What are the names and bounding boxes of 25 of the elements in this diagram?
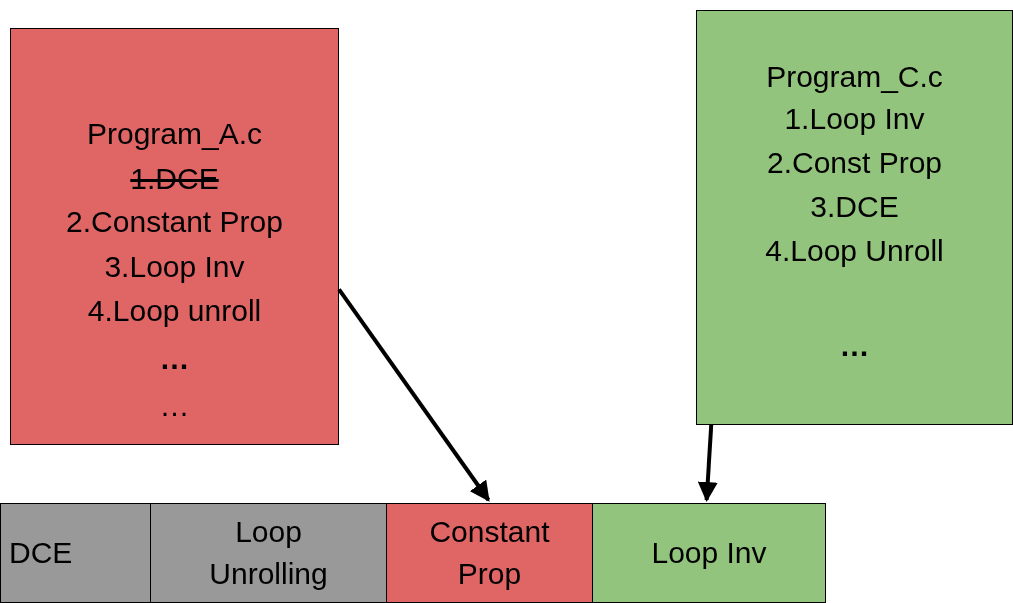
program-box bbox=[10, 28, 339, 445]
pass-item: 4.Loop unroll bbox=[86, 294, 263, 328]
arrow bbox=[697, 424, 718, 502]
pass-cell bbox=[592, 503, 826, 603]
file-name: Program_C.c bbox=[765, 60, 944, 94]
pass-item: … bbox=[158, 389, 191, 423]
program-box bbox=[696, 10, 1013, 425]
pass-item: 1.DCE bbox=[129, 162, 220, 196]
pass-item: … bbox=[838, 329, 871, 363]
pass-item: 2.Constant Prop bbox=[65, 205, 284, 239]
pass-item: 4.Loop Unroll bbox=[764, 234, 945, 268]
pass-cell bbox=[386, 503, 593, 603]
pass-item: 1.Loop Inv bbox=[783, 102, 926, 136]
pass-cell bbox=[0, 503, 151, 603]
pass-item: 3.Loop Inv bbox=[103, 250, 246, 284]
pass-item: 3.DCE bbox=[809, 190, 900, 224]
pass-label: Constant Prop bbox=[428, 514, 551, 592]
pass-label: Loop Unrolling bbox=[208, 514, 329, 592]
pass-cell bbox=[150, 503, 387, 603]
pass-item: 2.Const Prop bbox=[765, 146, 944, 180]
pass-label: DCE bbox=[9, 535, 73, 571]
arrow bbox=[337, 288, 491, 502]
pass-label: Loop Inv bbox=[651, 535, 767, 571]
pass-item: … bbox=[158, 342, 191, 376]
file-name: Program_A.c bbox=[85, 117, 264, 151]
